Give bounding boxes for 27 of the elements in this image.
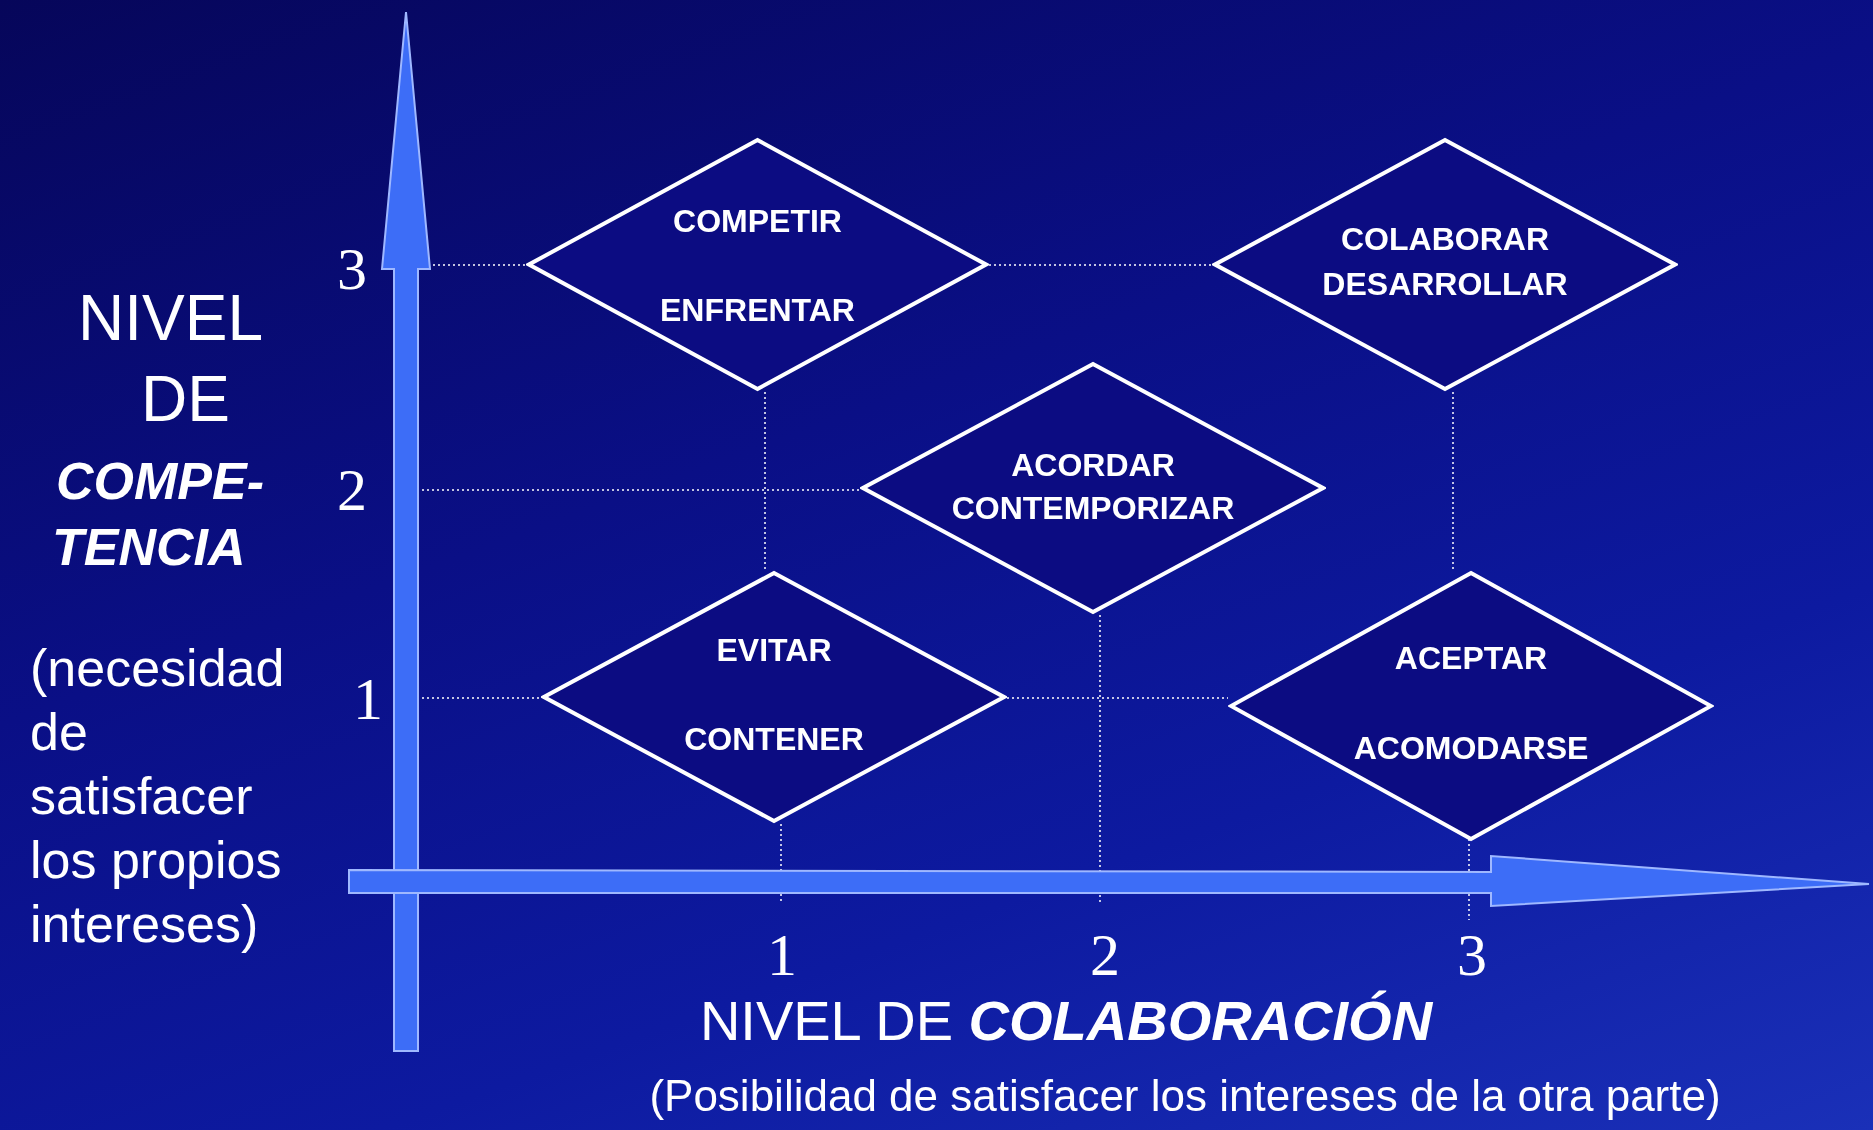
diamond-text: EVITAR <box>716 634 832 666</box>
axis-subtitle: (necesidad de satisfacer los propios intereses) <box>29 638 286 955</box>
tick-label: 3 <box>337 239 367 299</box>
tick-label: 1 <box>767 925 797 985</box>
tick-label: 2 <box>1090 925 1120 985</box>
strategy-diamond <box>1212 137 1678 392</box>
axis-title: NIVEL <box>78 286 263 350</box>
tick-label: 3 <box>1457 925 1487 985</box>
diamond-text: ACORDAR <box>1011 449 1175 481</box>
tick-label: 2 <box>337 460 367 520</box>
diamond-text: ENFRENTAR <box>660 294 855 326</box>
strategy-diamond <box>1228 570 1714 842</box>
strategy-diamond <box>526 137 989 392</box>
axis-title: COMPE- <box>56 455 264 507</box>
strategy-diamond <box>860 361 1326 615</box>
diamond-text: COLABORAR <box>1341 223 1549 255</box>
tick-label: 1 <box>353 669 383 729</box>
strategy-diamond <box>541 570 1007 824</box>
diamond-text: CONTEMPORIZAR <box>951 492 1235 524</box>
axis-title: TENCIA <box>52 521 246 573</box>
diamond-text: CONTENER <box>684 723 864 755</box>
diamond-text: COMPETIR <box>673 205 842 237</box>
diamond-text: DESARROLLAR <box>1322 268 1568 300</box>
axis-subtitle: (Posibilidad de satisfacer los intereses de la otra parte) <box>649 1074 1721 1118</box>
diamond-text: ACOMODARSE <box>1353 732 1589 764</box>
diamond-text: ACEPTAR <box>1394 642 1548 674</box>
axis-title: DE <box>141 367 230 431</box>
